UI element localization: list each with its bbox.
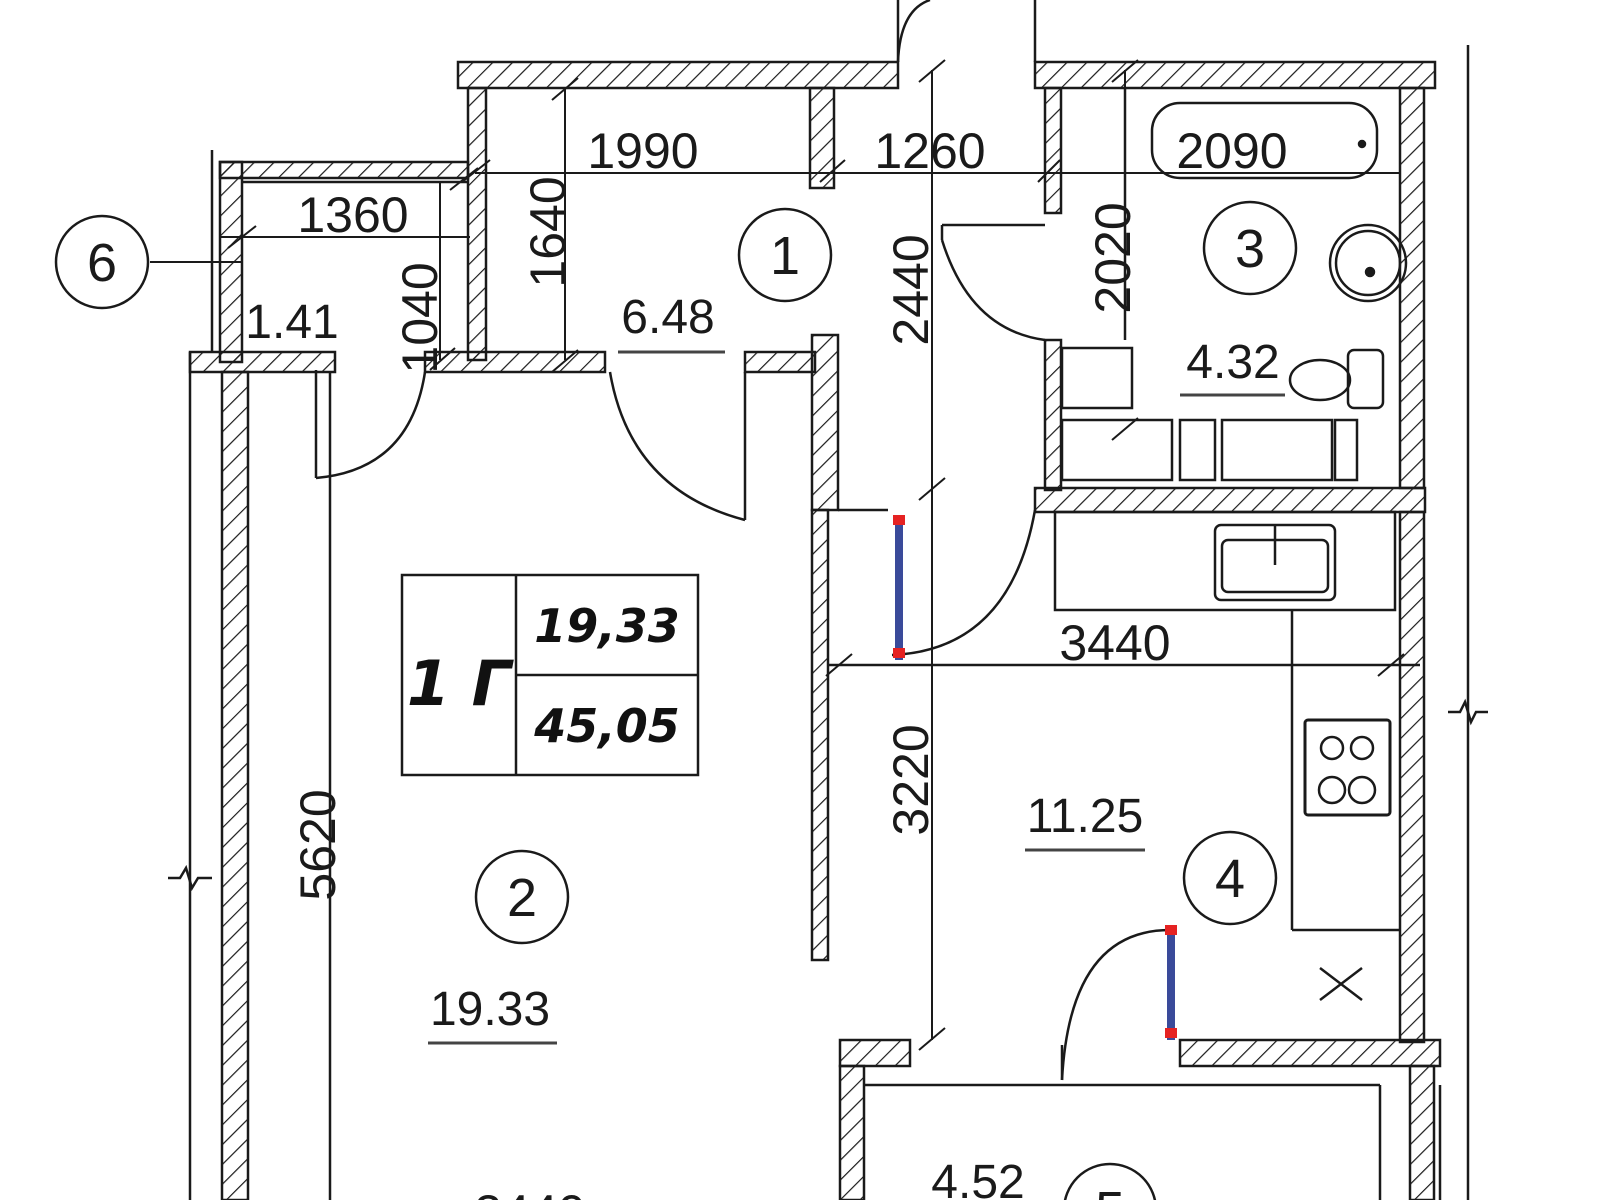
dimension-lines (220, 59, 1405, 1051)
dim-1040: 1040 (392, 262, 448, 373)
wall-room2-top-b (423, 350, 607, 374)
dim-bottom: 3440 (474, 1185, 585, 1200)
room-area-1: 6.48 (621, 291, 714, 344)
room-area-5: 4.52 (931, 1156, 1024, 1200)
wall-balcony-right (466, 86, 488, 362)
room-number-2: 2 (507, 868, 537, 928)
wall-balcony-top (218, 160, 470, 180)
door-swings (314, 0, 1171, 1081)
break-marks (168, 698, 1488, 892)
wall-bath-right (1398, 86, 1426, 490)
dim-1360: 1360 (297, 187, 408, 243)
room-marker-6 (54, 214, 150, 310)
room-areas: 6.48 19.33 4.32 11.25 4.52 1.41 (245, 291, 1285, 1200)
room-area-2: 19.33 (430, 983, 550, 1036)
dim-1640: 1640 (520, 176, 576, 287)
dim-2090: 2090 (1176, 123, 1287, 179)
wall-kitchen-right (1398, 510, 1426, 1044)
apartment-total-area: 45,05 (533, 699, 680, 753)
room-area-4: 11.25 (1027, 790, 1144, 843)
room-marker-5 (1063, 1162, 1157, 1200)
wall-loggia-right (1408, 1064, 1436, 1200)
dim-5620: 5620 (290, 789, 346, 900)
door-marker-corridor (895, 520, 903, 660)
room-marker-1 (737, 207, 833, 303)
room-marker-4 (1182, 830, 1278, 926)
apartment-type: 1 Г (407, 647, 515, 720)
wall-loggia-left (838, 1064, 866, 1200)
dim-2020: 2020 (1085, 202, 1141, 313)
wall-room2-top-a (188, 350, 337, 374)
wall-center-vertical (810, 333, 840, 512)
wall-kitchen-bottom-a (838, 1038, 912, 1068)
wall-center-vertical-b (810, 508, 830, 962)
dim-2440: 2440 (883, 234, 939, 345)
wall-room2-left (220, 370, 250, 1200)
dim-3220: 3220 (883, 724, 939, 835)
apartment-summary-table: 1 Г 19,33 45,05 (400, 573, 700, 777)
wall-top-right (1033, 60, 1437, 90)
dimension-labels: 1990 1260 2090 1360 3440 3440 1640 1040 … (290, 123, 1288, 1200)
wall-bath-left-a (1043, 86, 1063, 215)
wall-stub-top (808, 86, 836, 190)
room-number-1: 1 (770, 226, 800, 286)
wall-bath-bottom (1033, 486, 1427, 514)
door-marker-loggia (1167, 930, 1175, 1040)
room-area-3: 4.32 (1186, 336, 1279, 389)
apartment-living-area: 19,33 (534, 599, 680, 653)
room-number-6: 6 (87, 233, 117, 293)
door-markers (893, 515, 1177, 1040)
wall-room2-top-c (743, 350, 817, 374)
wall-kitchen-bottom-b (1178, 1038, 1442, 1068)
dim-1990: 1990 (587, 123, 698, 179)
dim-1260: 1260 (874, 123, 985, 179)
walls (188, 60, 1442, 1200)
wall-bath-left-b (1043, 338, 1063, 492)
room-markers (54, 200, 1298, 1200)
room-marker-2 (474, 849, 570, 945)
room-numbers: 1 2 3 4 5 6 (87, 219, 1265, 1200)
wall-top-left (456, 60, 900, 90)
room-marker-3 (1202, 200, 1298, 296)
room-number-3: 3 (1235, 219, 1265, 279)
dim-3440: 3440 (1059, 615, 1170, 671)
room-number-5: 5 (1095, 1181, 1125, 1200)
room-number-4: 4 (1215, 849, 1245, 909)
room-area-6: 1.41 (245, 296, 338, 349)
